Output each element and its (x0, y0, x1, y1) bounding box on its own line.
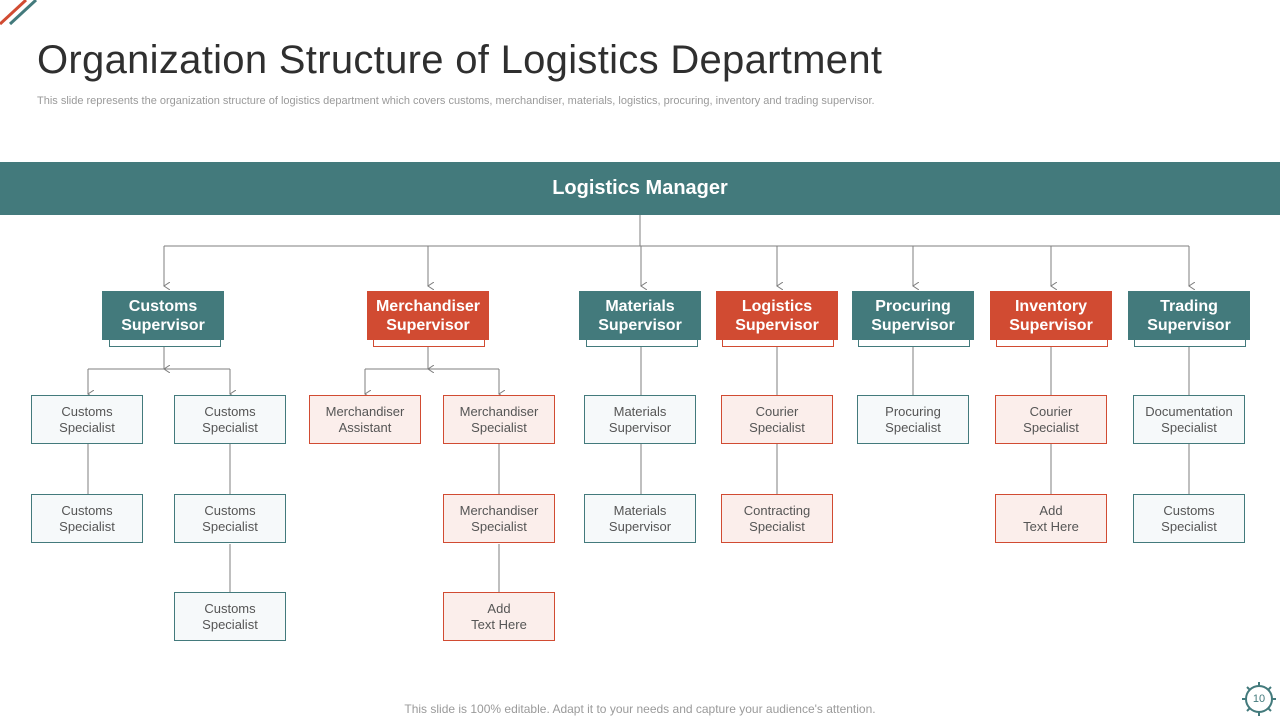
page-subtitle: This slide represents the organization s… (37, 95, 875, 107)
customs-specialist-node: Customs Specialist (174, 592, 286, 641)
materials-supervisor-role-node: Materials Supervisor (584, 494, 696, 543)
logistics-manager-bar: Logistics Manager (0, 162, 1280, 215)
footer-note: This slide is 100% editable. Adapt it to… (404, 702, 876, 716)
customs-specialist-node: Customs Specialist (31, 494, 143, 543)
materials-supervisor-node: Materials Supervisor (579, 291, 701, 340)
trading-supervisor-node: Trading Supervisor (1128, 291, 1250, 340)
placeholder-node: Add Text Here (995, 494, 1107, 543)
inventory-supervisor-node: Inventory Supervisor (990, 291, 1112, 340)
customs-specialist-node: Customs Specialist (174, 494, 286, 543)
contracting-specialist-node: Contracting Specialist (721, 494, 833, 543)
merchandiser-supervisor-node: Merchandiser Supervisor (367, 291, 489, 340)
gear-icon (1242, 682, 1276, 716)
page-number: 10 (1252, 693, 1266, 705)
customs-specialist-node: Customs Specialist (1133, 494, 1245, 543)
placeholder-node: Add Text Here (443, 592, 555, 641)
procuring-specialist-node: Procuring Specialist (857, 395, 969, 444)
courier-specialist-node: Courier Specialist (995, 395, 1107, 444)
customs-specialist-node: Customs Specialist (174, 395, 286, 444)
materials-supervisor-role-node: Materials Supervisor (584, 395, 696, 444)
procuring-supervisor-node: Procuring Supervisor (852, 291, 974, 340)
merchandiser-specialist-node: Merchandiser Specialist (443, 395, 555, 444)
merchandiser-specialist-node: Merchandiser Specialist (443, 494, 555, 543)
courier-specialist-node: Courier Specialist (721, 395, 833, 444)
page-title: Organization Structure of Logistics Depa… (37, 38, 883, 82)
customs-supervisor-node: Customs Supervisor (102, 291, 224, 340)
logistics-supervisor-node: Logistics Supervisor (716, 291, 838, 340)
merchandiser-assistant-node: Merchandiser Assistant (309, 395, 421, 444)
corner-accent-stripes (0, 0, 38, 26)
customs-specialist-node: Customs Specialist (31, 395, 143, 444)
documentation-specialist-node: Documentation Specialist (1133, 395, 1245, 444)
